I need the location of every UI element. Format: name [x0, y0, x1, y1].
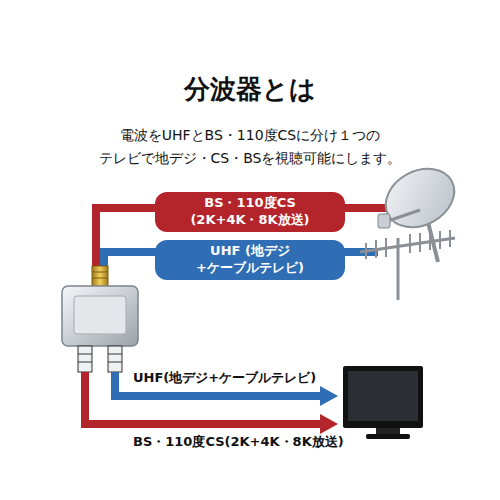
description-text: 電波をUHFとBS・110度CSに分け１つの テレビで地デジ・CS・BSを視聴可…: [80, 124, 420, 170]
band-text-wrap: UHF (地デジ+ケーブルテレビ): [169, 243, 331, 277]
uhf-output-label: UHF(地デジ+ケーブルテレビ): [133, 369, 316, 387]
band-text-wrap: BS・110度CS (2K+4K・8K放送): [183, 195, 318, 229]
title: 分波器とは: [184, 72, 316, 107]
uhf-antenna: [360, 230, 455, 300]
band-text: UHF (地デジ+ケーブルテレビ): [169, 243, 331, 277]
diplexer: [62, 266, 138, 372]
band-text: BS・110度CS (2K+4K・8K放送): [183, 195, 318, 229]
uhf-band: UHF (地デジ+ケーブルテレビ): [155, 240, 345, 280]
bs-cs-output-label: BS・110度CS(2K+4K・8K放送): [133, 433, 344, 451]
bs-cs-band: BS・110度CS (2K+4K・8K放送): [155, 192, 345, 232]
television: [343, 366, 423, 439]
bs-cs-arrowhead: [320, 414, 338, 434]
uhf-arrowhead: [320, 386, 338, 406]
